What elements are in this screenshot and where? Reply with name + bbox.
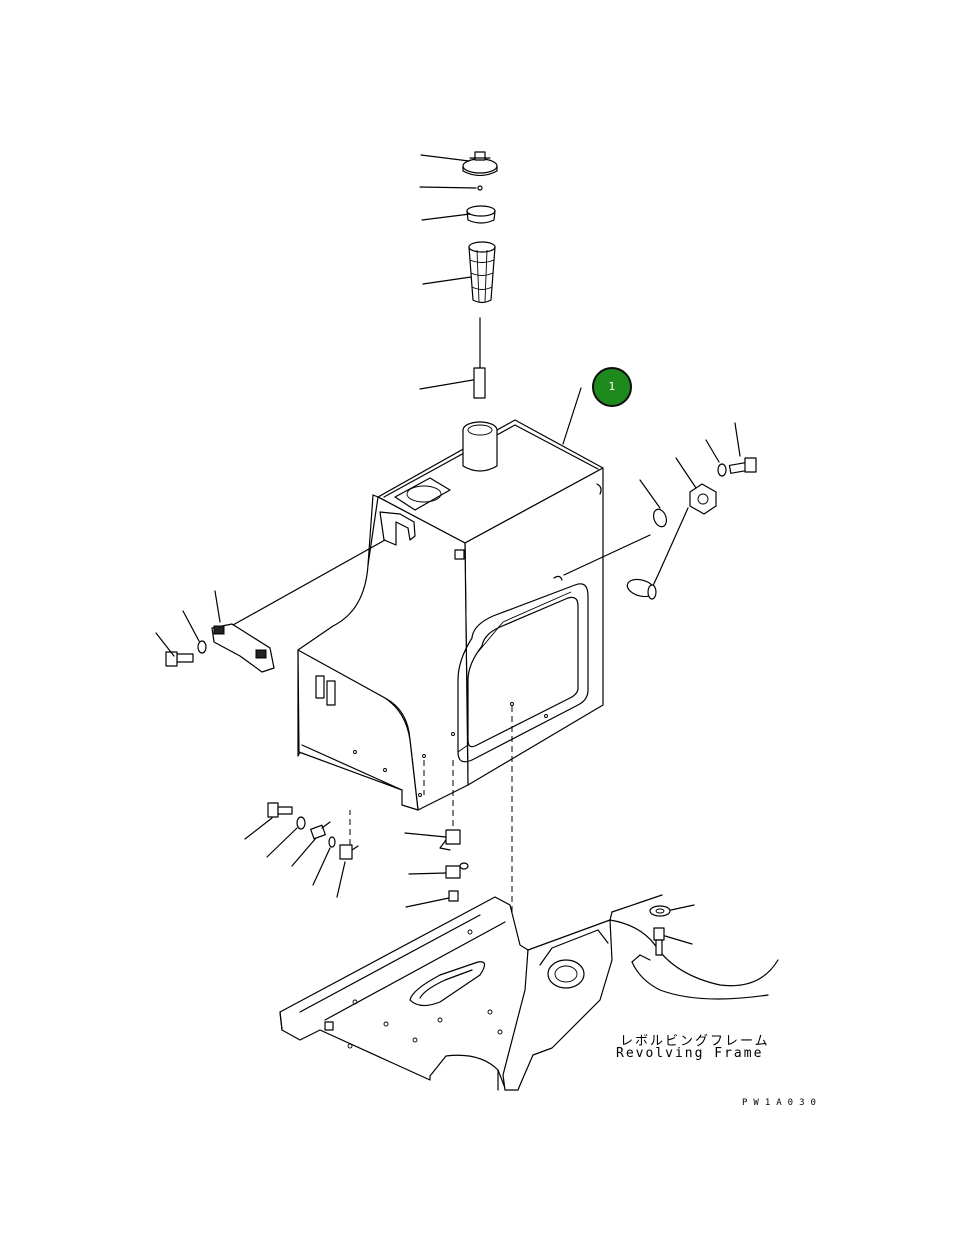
leader-lines-center: [404, 832, 450, 908]
frame-bolt: [653, 927, 665, 956]
frame-label-japanese: レボルビングフレーム: [620, 1034, 770, 1049]
leader-lines-right: [563, 422, 741, 576]
sender-washer: [717, 463, 727, 477]
sender-bolt: [728, 457, 757, 474]
frame-label-english: Revolving Frame: [616, 1046, 764, 1061]
drain-valve: [310, 821, 331, 840]
strainer-rod: [473, 317, 486, 399]
fuel-tank: [297, 419, 604, 811]
callout-leader: [562, 387, 582, 445]
gauge-gasket: [652, 508, 668, 528]
revolving-frame: [279, 894, 779, 1091]
drain-bolt: [267, 802, 293, 818]
filler-cap: [462, 151, 498, 177]
mounting-strap: [211, 539, 386, 673]
drain-elbow: [339, 810, 359, 860]
leader-lines-top: [419, 154, 477, 390]
leader-lines-frame: [664, 904, 695, 945]
frame-washer: [649, 905, 671, 917]
small-pin: [477, 185, 483, 191]
item-callout-number: 1: [608, 380, 616, 393]
drain-washer: [296, 816, 306, 830]
cap-ring: [466, 205, 496, 224]
hose-clamp: [439, 760, 461, 851]
fitting-plug: [448, 890, 459, 902]
leader-lines-drain: [244, 817, 346, 898]
drain-ring: [328, 836, 336, 848]
fuel-level-sender: [626, 483, 717, 600]
strap-washer: [197, 640, 207, 654]
leader-lines-left: [155, 590, 221, 657]
strap-bolt: [165, 651, 194, 667]
drawing-code: PW1A030: [742, 1098, 822, 1108]
item-callout-badge: 1: [592, 367, 632, 407]
fitting-elbow: [445, 862, 469, 879]
strainer: [468, 241, 496, 304]
